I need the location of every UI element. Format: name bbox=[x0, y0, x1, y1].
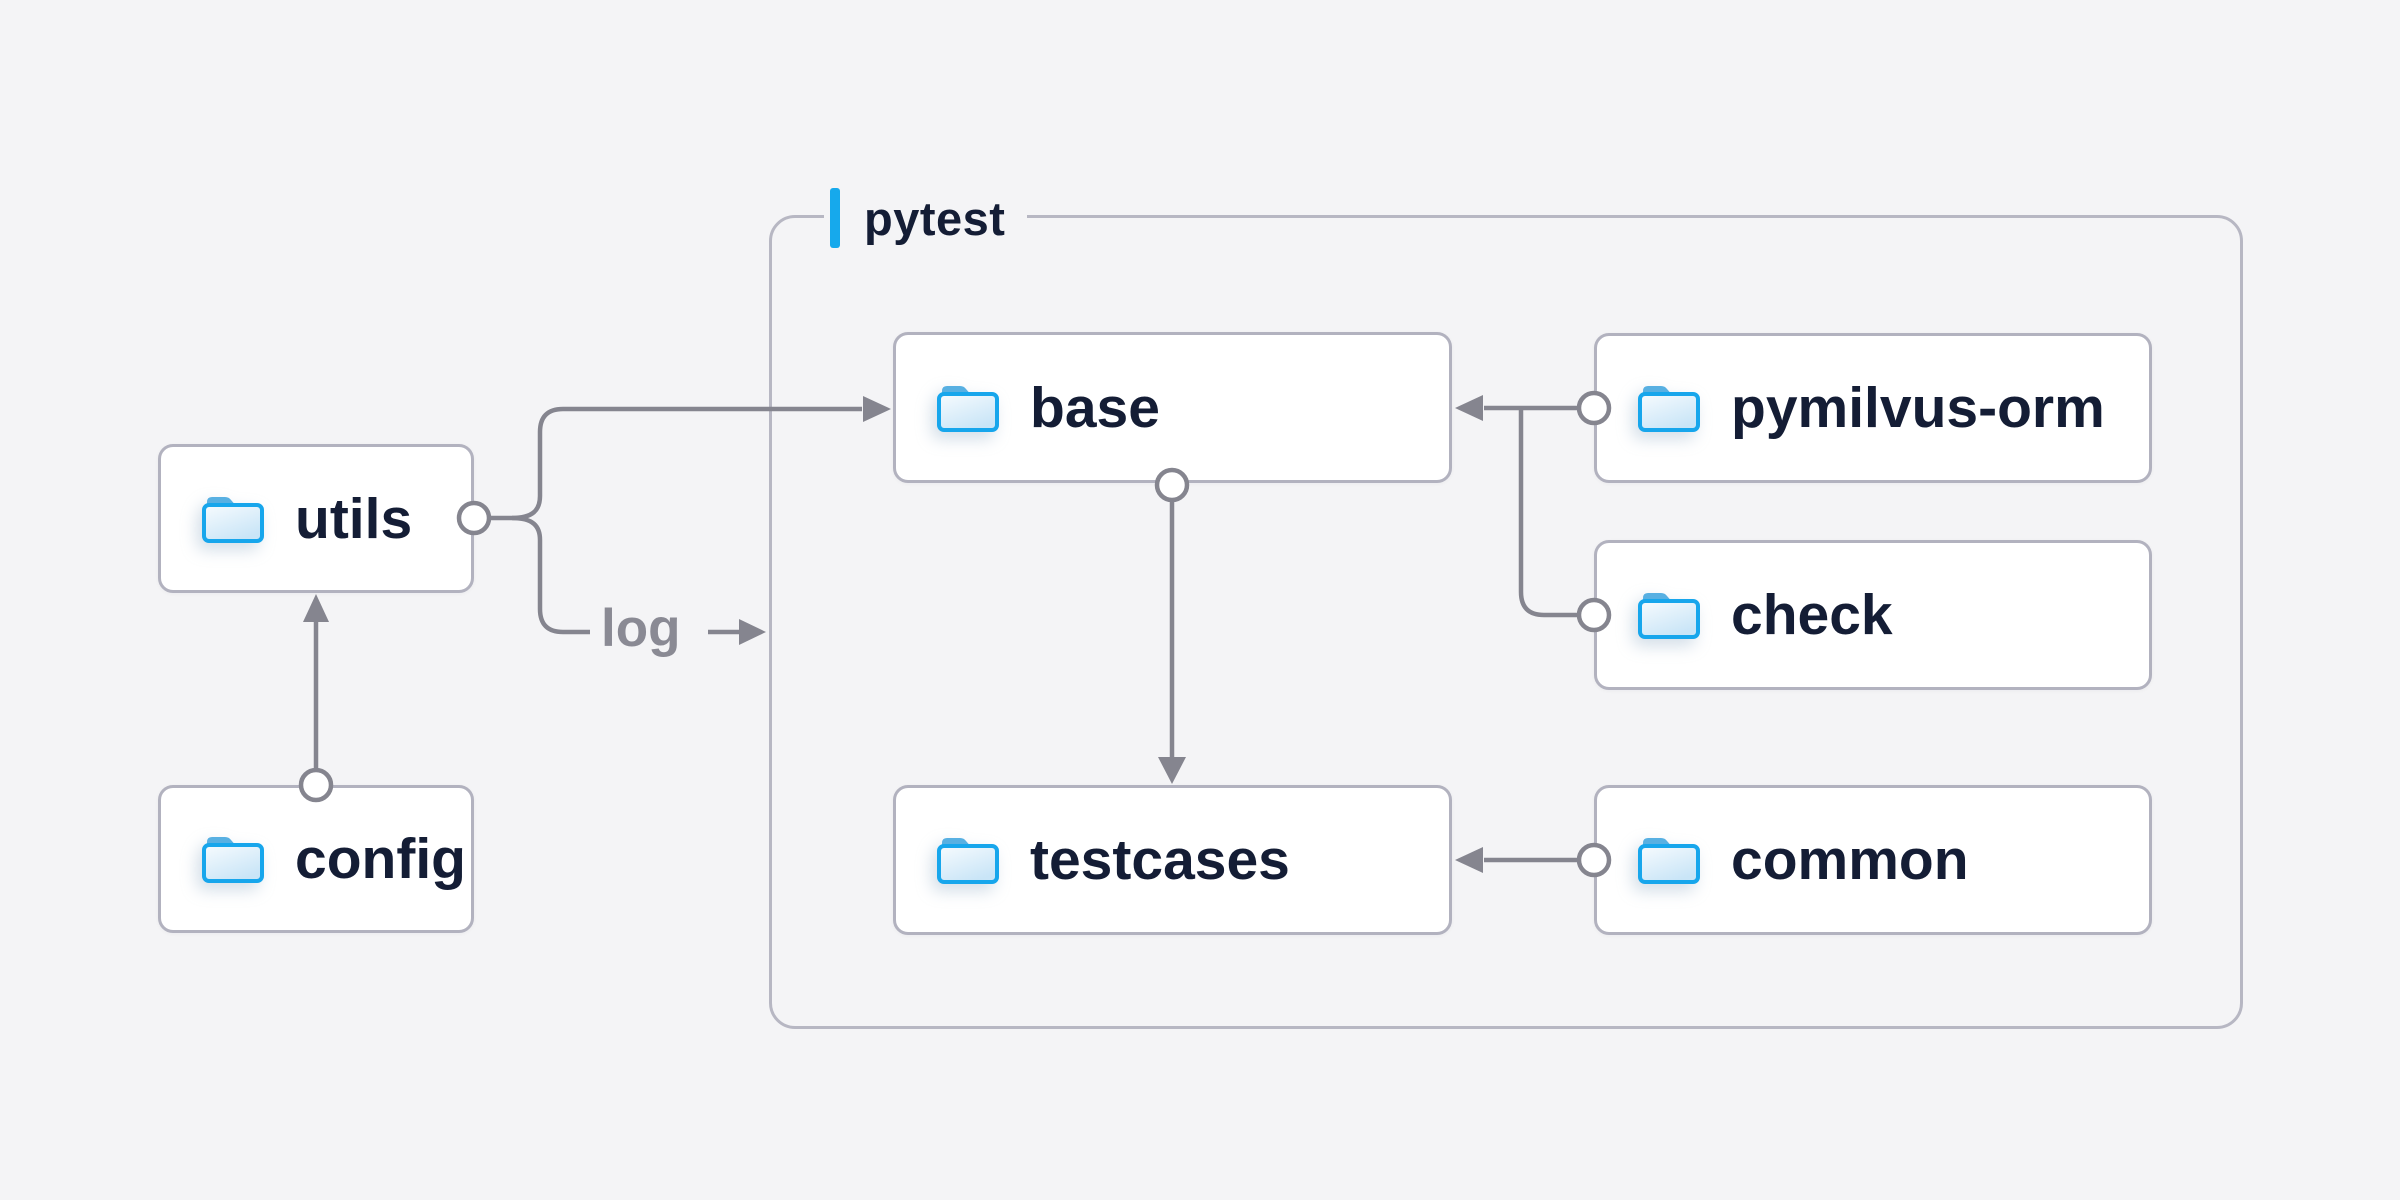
node-check: check bbox=[1594, 540, 2152, 690]
node-utils: utils bbox=[158, 444, 474, 593]
arrowhead-log-into-group bbox=[739, 619, 766, 645]
folder-icon bbox=[937, 385, 999, 432]
folder-icon bbox=[1638, 593, 1700, 639]
arrowhead-into-utils bbox=[303, 594, 329, 622]
node-label: testcases bbox=[1030, 828, 1290, 892]
node-base: base bbox=[893, 332, 1452, 483]
node-label: base bbox=[1030, 375, 1160, 440]
group-title: pytest bbox=[864, 191, 1006, 245]
pytest-group-label: pytest bbox=[824, 186, 1028, 250]
node-testcases: testcases bbox=[893, 785, 1452, 935]
node-label: utils bbox=[295, 486, 413, 551]
node-common: common bbox=[1594, 785, 2152, 935]
node-config: config bbox=[158, 785, 474, 933]
accent-bar bbox=[830, 188, 840, 248]
node-label: common bbox=[1731, 828, 1969, 892]
folder-icon bbox=[202, 837, 264, 883]
node-label: check bbox=[1731, 583, 1893, 647]
folder-icon bbox=[1638, 838, 1700, 884]
pytest-group-box: pytest bbox=[769, 186, 2243, 1029]
folder-icon bbox=[1638, 386, 1700, 432]
edge-utils-log bbox=[511, 515, 590, 635]
node-label: pymilvus-orm bbox=[1731, 376, 2105, 440]
node-label: config bbox=[295, 827, 466, 891]
edge-label-log: log bbox=[601, 599, 681, 658]
node-pymilvus-orm: pymilvus-orm bbox=[1594, 333, 2152, 483]
folder-icon bbox=[202, 496, 264, 543]
folder-icon bbox=[937, 838, 999, 884]
